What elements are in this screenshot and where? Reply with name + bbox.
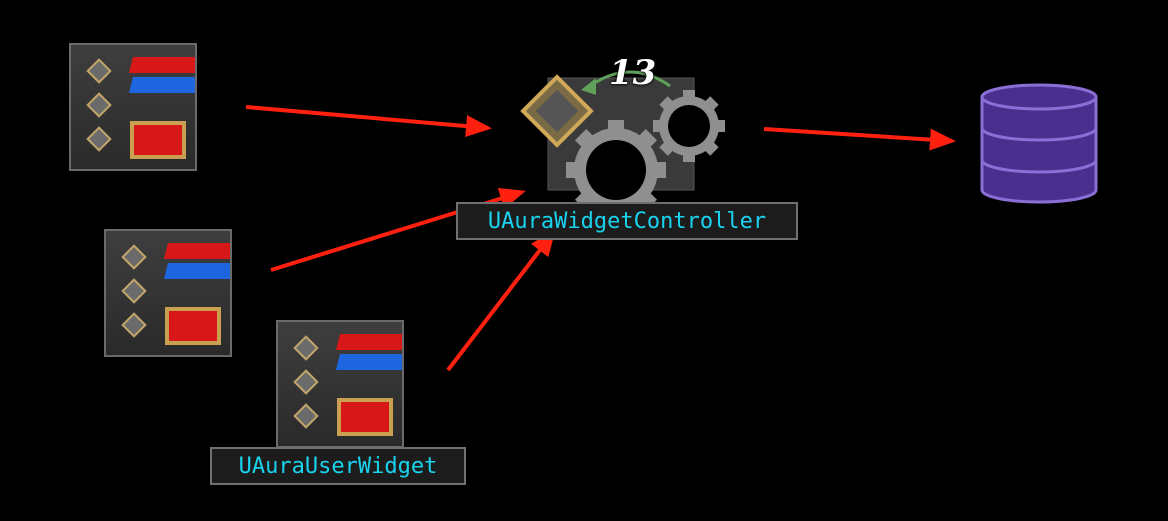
user-widget-icon bbox=[276, 320, 414, 448]
user-widget-icon bbox=[69, 43, 207, 171]
arrow-3 bbox=[446, 229, 556, 372]
counter-badge: 13 bbox=[609, 53, 657, 93]
widget-icon bbox=[293, 334, 414, 436]
user-widget-icon bbox=[104, 229, 242, 357]
widget-icon bbox=[121, 243, 242, 345]
user-widget-label: UAuraUserWidget bbox=[210, 447, 466, 485]
arrow-4 bbox=[763, 127, 956, 151]
widget-icon bbox=[86, 57, 207, 159]
arrow-1 bbox=[245, 105, 492, 138]
controller-label: UAuraWidgetController bbox=[456, 202, 798, 240]
